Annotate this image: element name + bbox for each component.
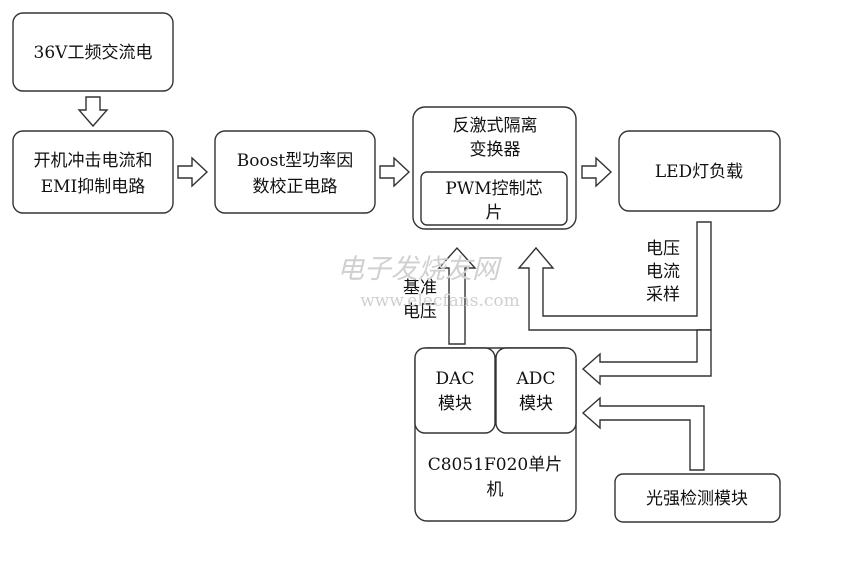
adc-box — [495, 347, 577, 434]
pwm-label-1: PWM控制芯 — [445, 179, 542, 199]
watermark-url: www.elecfans.com — [360, 291, 520, 311]
arrow-emi-to-boost — [177, 156, 209, 188]
ac-source-box — [12, 12, 174, 92]
arrow-boost-to-flyback — [379, 156, 411, 188]
dac-label-1: DAC — [436, 369, 475, 389]
boost-box — [214, 130, 376, 214]
arrow-flyback-to-led — [581, 156, 613, 188]
arrow-ac-to-emi — [77, 96, 109, 128]
pwm-box — [420, 171, 568, 226]
boost-label-2: 数校正电路 — [253, 177, 338, 197]
led-load-box — [618, 130, 781, 212]
mcu-label-2: 机 — [487, 480, 504, 500]
pwm-label-2: 片 — [486, 203, 503, 223]
emi-box — [12, 130, 174, 214]
adc-label-1: ADC — [516, 369, 556, 389]
arrow-sampling-to-pwm — [517, 221, 712, 331]
sampling-label-1: 电压 — [646, 239, 680, 259]
reference-label-2: 电压 — [403, 302, 437, 322]
sampling-label-2: 电流 — [646, 262, 680, 282]
watermark-title: 电子发烧友网 — [337, 254, 502, 285]
dac-box — [414, 347, 496, 434]
arrow-light-to-adc — [581, 396, 705, 471]
led-load-label: LED灯负载 — [655, 162, 743, 182]
adc-label-2: 模块 — [519, 394, 553, 414]
light-sensor-label: 光强检测模块 — [646, 489, 748, 509]
flyback-label-1: 反激式隔离 — [453, 116, 538, 136]
flyback-label-2: 变换器 — [470, 140, 521, 160]
emi-label-1: 开机冲击电流和 — [34, 151, 153, 171]
dac-label-2: 模块 — [438, 394, 472, 414]
emi-label-2: EMI抑制电路 — [41, 177, 146, 197]
sampling-label-3: 采样 — [646, 285, 680, 305]
mcu-label-1: C8051F020单片 — [428, 455, 563, 475]
ac-source-label: 36V工频交流电 — [34, 43, 153, 63]
arrow-sampling-to-adc — [581, 329, 712, 386]
boost-label-1: Boost型功率因 — [237, 151, 354, 171]
light-sensor-box — [614, 473, 781, 523]
reference-label-1: 基准 — [403, 278, 437, 298]
arrow-dac-to-pwm — [437, 246, 477, 345]
